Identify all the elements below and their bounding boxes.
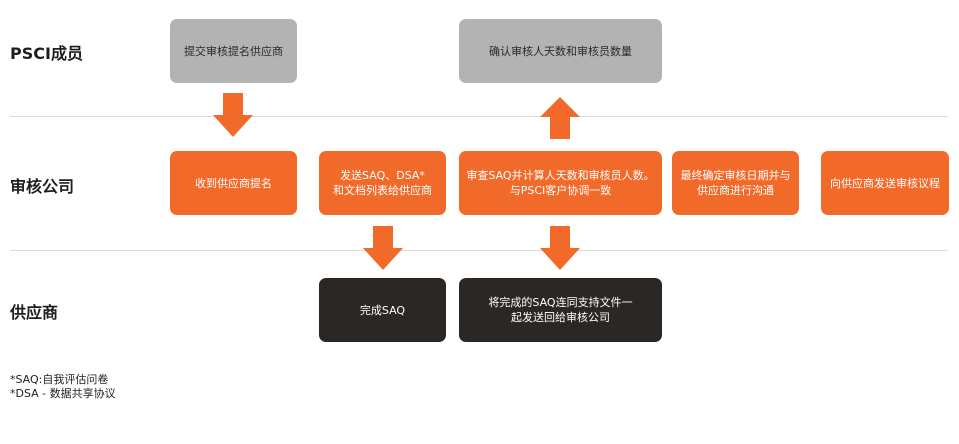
arrow-down-icon xyxy=(540,226,580,270)
lane-label-supplier: 供应商 xyxy=(10,303,59,322)
arrow-up-icon xyxy=(540,97,580,139)
return-saq-text: 将完成的SAQ连同支持文件一 起发送回给审核公司 xyxy=(488,296,633,324)
saq-footnote: *SAQ:自我评估问卷 xyxy=(10,373,109,386)
lane-label-audit-company: 审核公司 xyxy=(10,177,75,196)
send-saq-text: 发送SAQ、DSA* 和文档列表给供应商 xyxy=(333,169,432,197)
complete-saq-text: 完成SAQ xyxy=(359,303,406,317)
submit-suppliers-text: 提交审核提名供应商 xyxy=(184,44,283,58)
review-saq-text: 审查SAQ并计算人天数和审核员人数。 与PSCI客户协调一致 xyxy=(466,169,655,197)
return-saq-box: 将完成的SAQ连同支持文件一 起发送回给审核公司 xyxy=(459,278,662,342)
send-agenda-text: 向供应商发送审核议程 xyxy=(830,176,940,190)
arrow-down-icon xyxy=(213,93,253,137)
lane-divider xyxy=(10,250,948,251)
lane-divider xyxy=(10,116,948,117)
lane-label-psci: PSCI成员 xyxy=(10,44,83,63)
receive-nomination-text: 收到供应商提名 xyxy=(195,176,272,190)
receive-nomination-box: 收到供应商提名 xyxy=(170,151,297,215)
review-saq-box: 审查SAQ并计算人天数和审核员人数。 与PSCI客户协调一致 xyxy=(459,151,662,215)
footnotes: *SAQ:自我评估问卷 *DSA - 数据共享协议 xyxy=(10,373,116,401)
confirm-date-box: 最终确定审核日期并与 供应商进行沟通 xyxy=(672,151,799,215)
arrow-down-icon xyxy=(363,226,403,270)
complete-saq-box: 完成SAQ xyxy=(319,278,446,342)
confirm-date-text: 最终确定审核日期并与 供应商进行沟通 xyxy=(680,169,791,197)
send-saq-box: 发送SAQ、DSA* 和文档列表给供应商 xyxy=(319,151,446,215)
submit-suppliers-box: 提交审核提名供应商 xyxy=(170,19,297,83)
dsa-footnote: *DSA - 数据共享协议 xyxy=(10,387,116,400)
confirm-days-box: 确认审核人天数和审核员数量 xyxy=(459,19,662,83)
send-agenda-box: 向供应商发送审核议程 xyxy=(821,151,949,215)
confirm-days-text: 确认审核人天数和审核员数量 xyxy=(489,44,632,58)
